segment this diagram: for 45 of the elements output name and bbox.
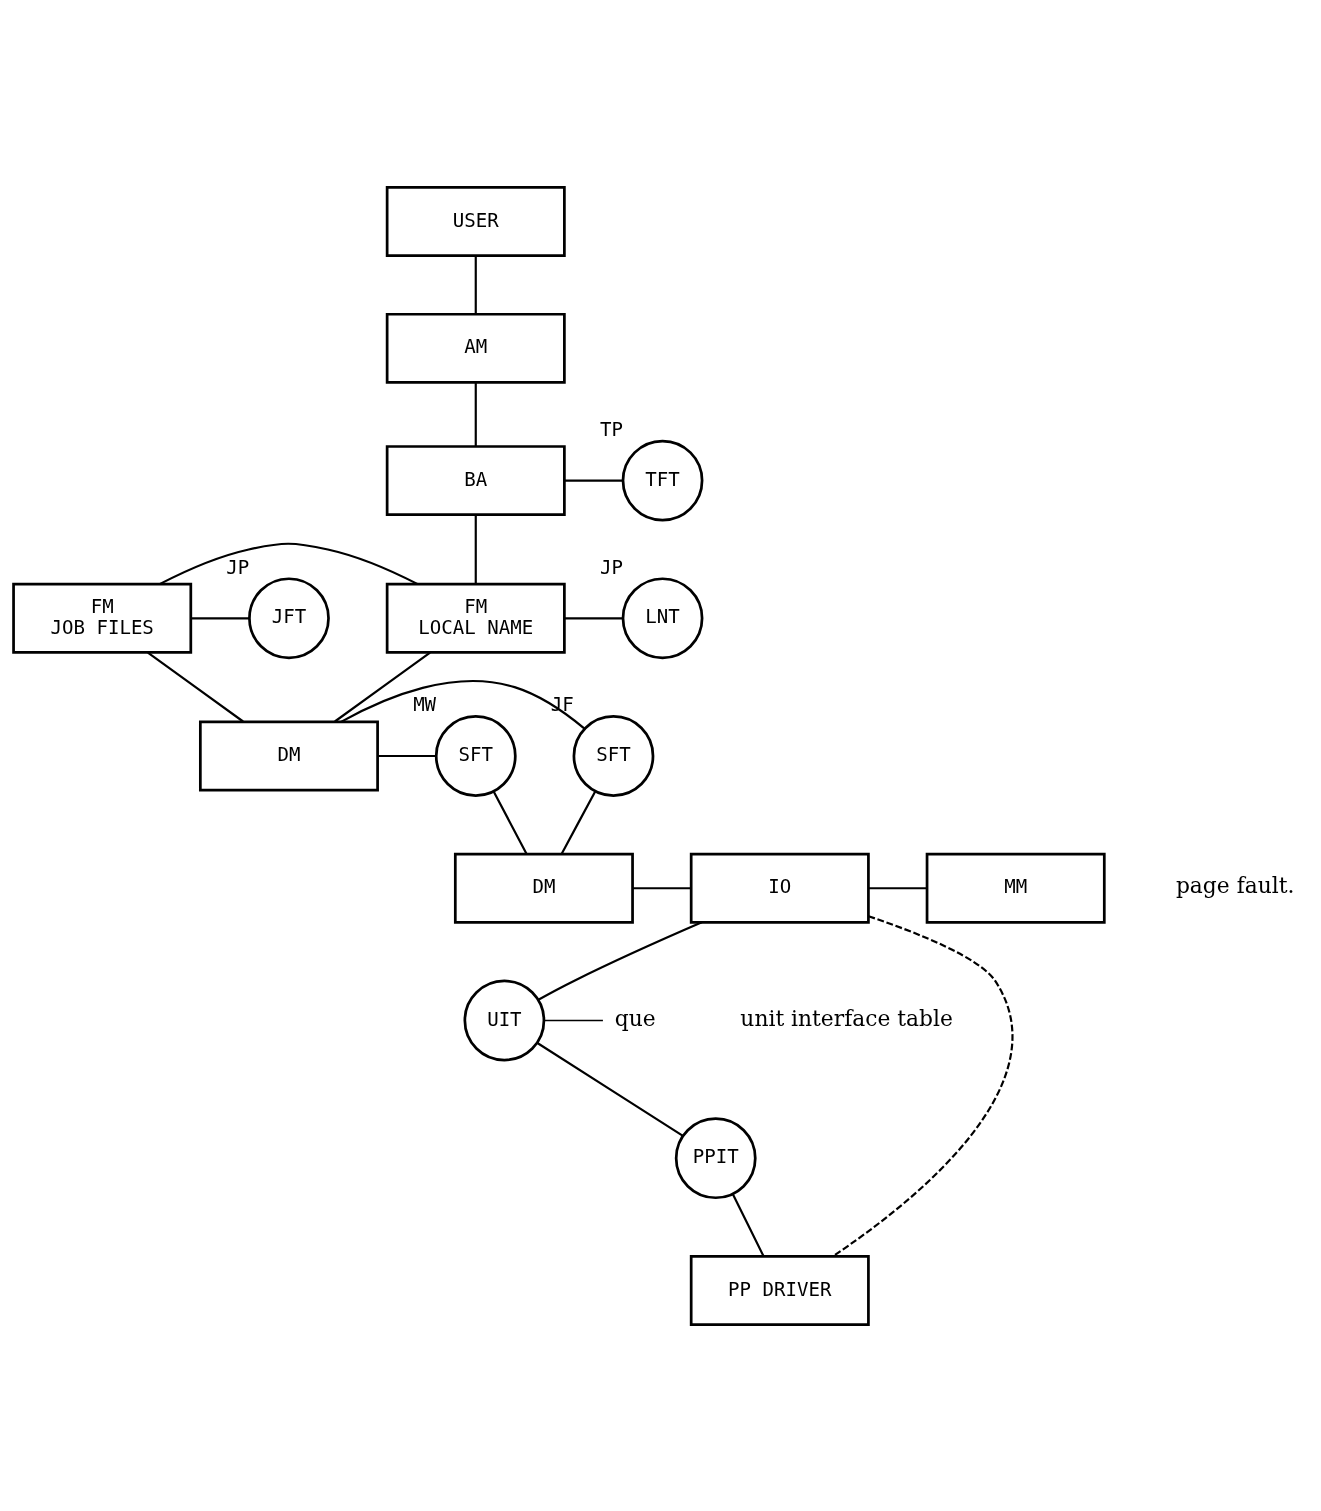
node-circle: SFT [434,714,517,797]
connector [474,514,477,584]
node-circle: PPIT [674,1116,757,1199]
connector [868,886,927,889]
connector [334,651,431,722]
node-box: BA [385,444,566,516]
connector [832,914,1014,1257]
connector [474,382,477,446]
node-box: PP DRIVER [689,1254,870,1326]
node-label: TP [599,417,623,440]
connector [543,1019,604,1021]
node-box: MM [925,852,1106,924]
node-box: DM [453,852,634,924]
connector [340,679,586,729]
node-circle: JFT [248,576,330,659]
connector [147,651,244,722]
connector [564,479,623,482]
node-label: JP [226,555,250,578]
node-box: DM [199,720,379,791]
connector [190,616,250,619]
node-circle: LNT [621,576,704,659]
connector [474,255,477,314]
label: page fault. [1175,872,1295,898]
node-label: JF [550,692,574,715]
node-box: IO [689,852,870,924]
connector [537,920,703,1001]
node-box: FM LOCAL NAME [385,582,566,654]
connector [632,886,691,889]
node-circle: TFT [621,439,704,521]
node-box: AM [385,312,566,384]
node-box: USER [385,185,566,257]
label: unit interface table [740,1005,953,1031]
node-circle: SFT [572,714,655,797]
connector [536,1041,684,1137]
connector [377,754,436,757]
connector [560,790,597,854]
connector [731,1193,765,1257]
connector [159,542,419,585]
node-text: que [614,1005,656,1031]
node-label: JP [599,555,623,578]
connector [564,616,623,619]
node-circle: UIT [463,979,546,1061]
node-box: FM JOB FILES [12,582,193,654]
connector [492,790,528,854]
node-label: MW [413,692,437,715]
